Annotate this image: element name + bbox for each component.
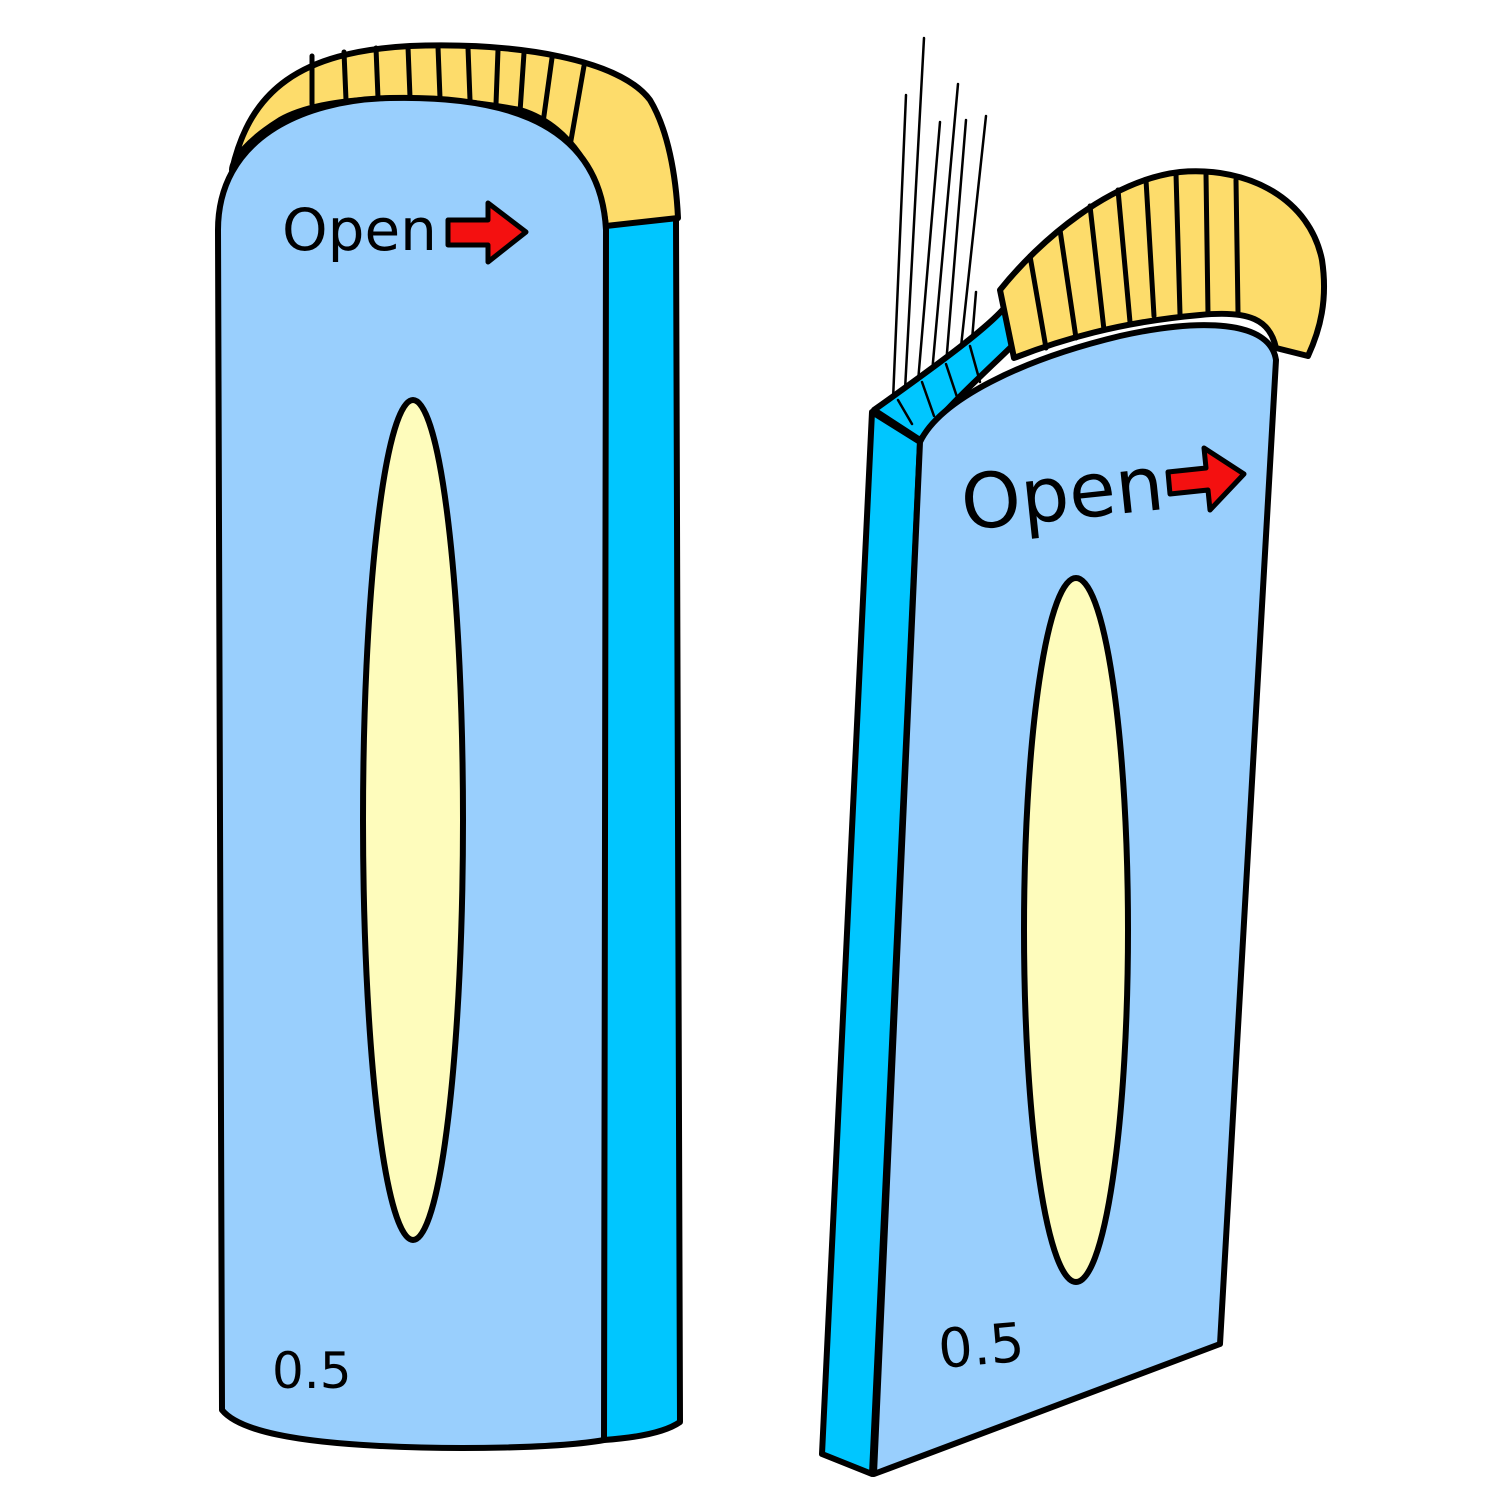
cartridge-right: Open 0.5 [819, 36, 1327, 1477]
cartridge-left-tip-ribs [309, 44, 587, 149]
cartridge-right-needles [891, 36, 988, 402]
cartridge-right-slot [1021, 575, 1131, 1285]
cartridge-right-opening-ribs [896, 344, 982, 426]
arrow-right-icon [1165, 445, 1247, 513]
cartridge-left-size-label: 0.5 [272, 1342, 352, 1400]
cartridge-right-tip [997, 168, 1327, 361]
cartridge-right-tip-ribs [1027, 171, 1241, 351]
cartridge-right-open-label: Open [957, 438, 1168, 548]
arrow-right-icon [445, 200, 529, 265]
cartridge-left-side-panel [597, 215, 683, 1443]
cartridge-left: Open 0.5 [215, 42, 683, 1451]
cartridge-left-slot [360, 397, 466, 1243]
cartridge-left-open-label: Open [282, 196, 437, 264]
cartridge-right-size-label: 0.5 [936, 1311, 1027, 1381]
